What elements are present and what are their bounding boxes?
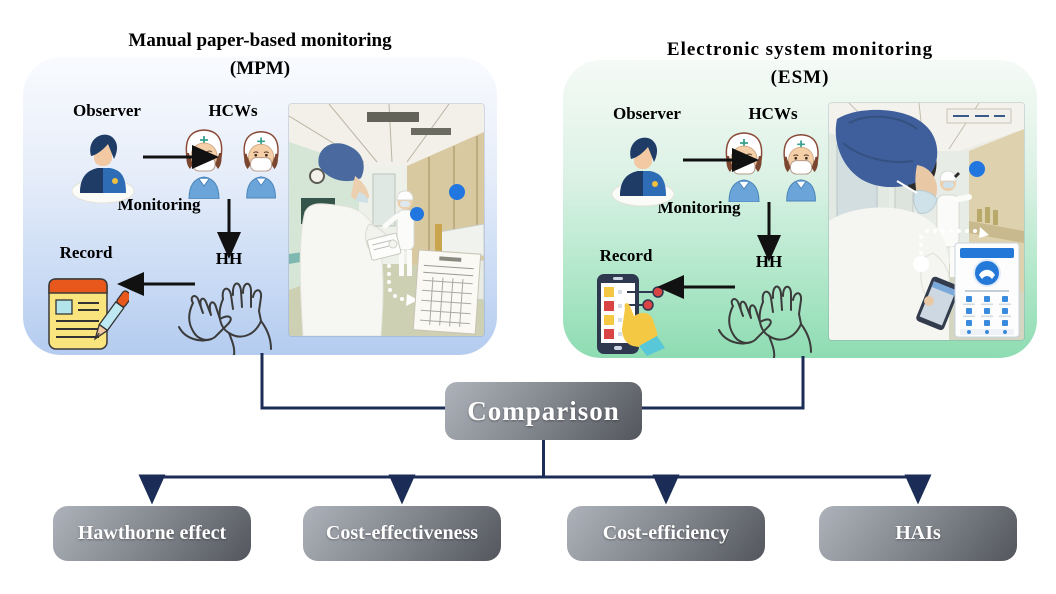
outcome-box-hawthorne-effect: Hawthorne effect: [53, 506, 251, 561]
mpm-title-line1: Manual paper-based monitoring: [128, 30, 392, 51]
esm-to-comparison-line: [641, 356, 805, 410]
blue-marker-dot: [969, 161, 985, 177]
esm-observation-photo: [829, 103, 1024, 340]
paper-record-inset: [412, 249, 482, 335]
outcome-box-cost-effectiveness: Cost-effectiveness: [303, 506, 501, 561]
foreground-observer-nurse-figure: [829, 109, 960, 340]
esm-observer-label: Observer: [613, 104, 681, 123]
mpm-hcws-label: HCWs: [208, 101, 258, 120]
background-nurse-figure: [382, 190, 415, 276]
hcws-nurses-icon: [725, 132, 819, 202]
esm-record-label: Record: [599, 246, 653, 265]
esm-panel: Electronic system monitoring (ESM) Obser…: [563, 39, 1037, 358]
mpm-monitoring-label: Monitoring: [117, 195, 201, 214]
mpm-title: Manual paper-based monitoring (MPM): [23, 27, 497, 83]
dotted-arrow-to-inset: [387, 264, 418, 306]
mpm-observer-label: Observer: [73, 101, 141, 120]
esm-hh-label: HH: [755, 252, 783, 271]
mpm-to-comparison-line: [260, 353, 447, 410]
dotted-arrow-to-inset: [913, 227, 989, 272]
foreground-observer-nurse-figure: [299, 143, 402, 336]
outcome-box-cost-efficiency: Cost-efficiency: [567, 506, 765, 561]
mpm-panel: Manual paper-based monitoring (MPM) Obse…: [23, 30, 497, 355]
mpm-observation-photo: [289, 104, 484, 336]
blue-marker-dot: [410, 207, 424, 221]
esm-title-line2: (ESM): [770, 67, 830, 88]
app-screenshot-inset: [954, 242, 1020, 338]
mpm-record-label: Record: [59, 243, 113, 262]
record-notepad-pen-icon: [48, 278, 129, 350]
blue-marker-dot: [449, 184, 465, 200]
observer-person-icon: [71, 134, 135, 204]
mpm-hh-label: HH: [215, 249, 243, 268]
comparison-box: Comparison: [445, 382, 642, 440]
record-smartphone-touch-icon: [597, 274, 665, 356]
esm-hcws-label: HCWs: [748, 104, 798, 123]
hh-washing-hands-icon: [178, 282, 272, 355]
esm-title-line1: Electronic system monitoring: [666, 39, 934, 60]
mpm-title-line2: (MPM): [229, 58, 291, 79]
hh-washing-hands-icon: [718, 285, 812, 358]
observer-person-icon: [611, 137, 675, 207]
esm-title: Electronic system monitoring (ESM): [563, 36, 1037, 92]
outcome-box-hais: HAIs: [819, 506, 1017, 561]
hcws-nurses-icon: [185, 129, 279, 199]
esm-monitoring-label: Monitoring: [657, 198, 741, 217]
